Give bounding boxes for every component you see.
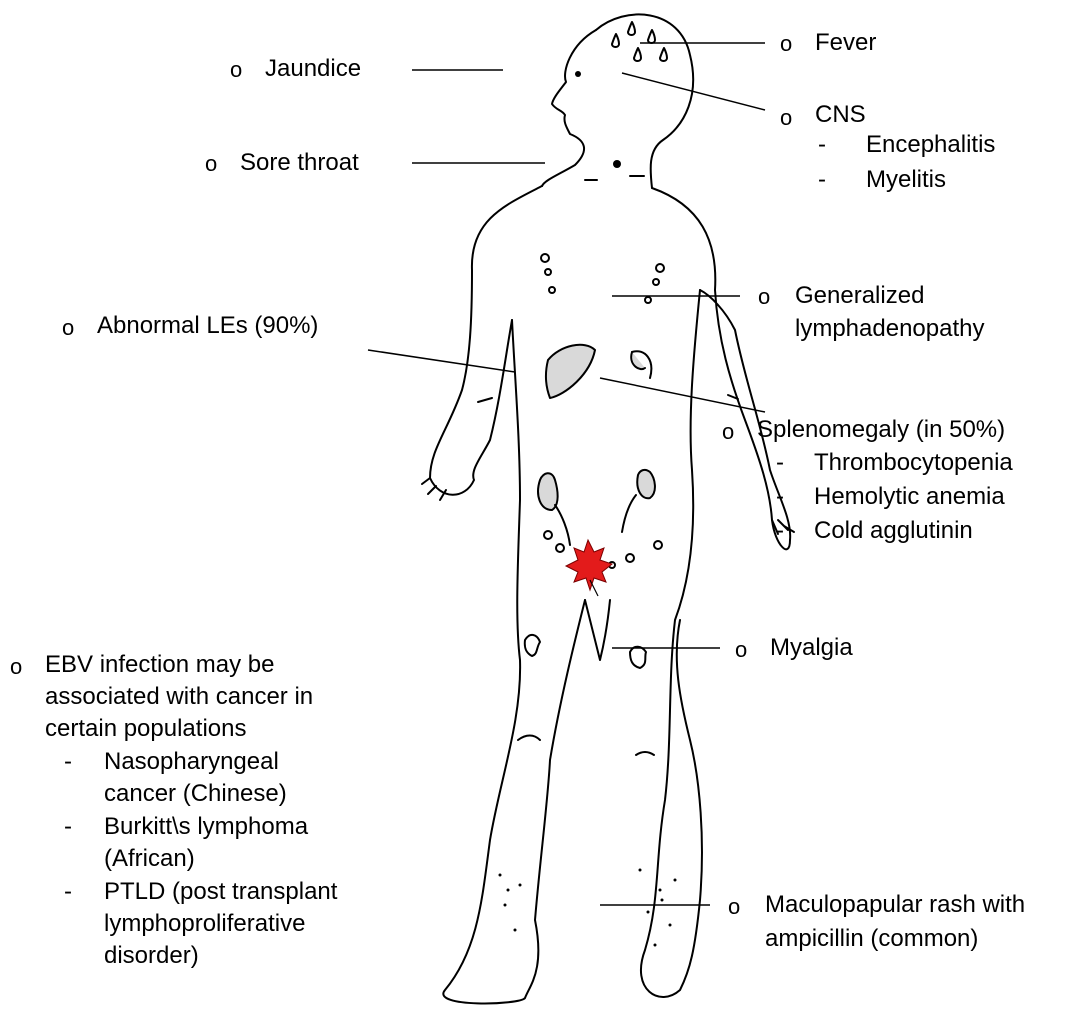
label-fever: Fever [815, 29, 876, 57]
cns-item: Encephalitis [866, 131, 995, 159]
sweat-drops [612, 22, 667, 61]
head-outline [542, 30, 596, 186]
label-jaundice: Jaundice [265, 55, 361, 83]
head-back [596, 14, 693, 188]
spleno-item: Hemolytic anemia [814, 483, 1005, 511]
label-cns: CNS [815, 101, 866, 129]
ebv-item: cancer (Chinese) [104, 780, 287, 808]
ebv-line: certain populations [45, 715, 246, 743]
leader-spleno [600, 378, 765, 412]
label-abnormal-les: Abnormal LEs (90%) [97, 312, 318, 340]
left-shoulder [430, 186, 542, 495]
ebv-item: Nasopharyngeal [104, 748, 279, 776]
dash: - [776, 449, 784, 477]
leader-abnormal-les [368, 350, 515, 372]
ebv-item: disorder) [104, 942, 199, 970]
label-sore-throat: Sore throat [240, 149, 359, 177]
bullet-sore-throat: o [205, 150, 217, 178]
bullet-abnormal-les: o [62, 314, 74, 342]
label-spleno: Splenomegaly (in 50%) [757, 416, 1005, 444]
bullet-fever: o [780, 30, 792, 58]
bullet-jaundice: o [230, 56, 242, 84]
spleno-item: Thrombocytopenia [814, 449, 1013, 477]
label-rash-line1: Maculopapular rash with [765, 891, 1025, 919]
maple-leaf-icon [566, 540, 612, 590]
label-lymph-line1: Generalized [795, 282, 924, 310]
dash: - [818, 131, 826, 159]
torso-right [641, 290, 702, 997]
right-shoulder [652, 188, 790, 549]
muscle-right [630, 647, 646, 668]
kidney-right [637, 470, 655, 498]
bullet-rash: o [728, 893, 740, 921]
spleno-item: Cold agglutinin [814, 517, 973, 545]
ebv-line: EBV infection may be [45, 651, 274, 679]
dash: - [776, 517, 784, 545]
bullet-myalgia: o [735, 636, 747, 664]
torso-left [443, 320, 585, 1003]
crotch [585, 600, 610, 660]
cns-item: Myelitis [866, 166, 946, 194]
dash: - [64, 813, 72, 841]
ebv-item: PTLD (post transplant [104, 878, 337, 906]
label-myalgia: Myalgia [770, 634, 853, 662]
ebv-item: Burkitt\s lymphoma [104, 813, 308, 841]
label-lymph-line2: lymphadenopathy [795, 315, 984, 343]
muscle-left [525, 635, 540, 656]
dash: - [64, 878, 72, 906]
bullet-spleno: o [722, 418, 734, 446]
liver [546, 345, 595, 398]
ebv-line: associated with cancer in [45, 683, 313, 711]
throat-node [613, 160, 621, 168]
bullet-ebv: o [10, 653, 22, 681]
bullet-cns: o [780, 104, 792, 132]
dash: - [64, 748, 72, 776]
dash: - [818, 166, 826, 194]
ebv-item: lymphoproliferative [104, 910, 305, 938]
label-rash-line2: ampicillin (common) [765, 925, 978, 953]
eye [575, 71, 581, 77]
ebv-item: (African) [104, 845, 195, 873]
bullet-lymph: o [758, 283, 770, 311]
dash: - [776, 483, 784, 511]
